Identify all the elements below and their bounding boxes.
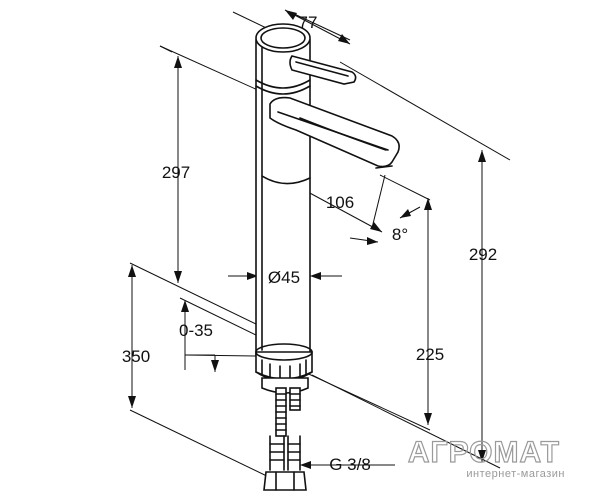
height-top-label: 297 [162,163,190,182]
below-mount-label: 350 [122,347,150,366]
mount-range-label: 0-35 [179,321,213,340]
watermark: АГРОМАТ интернет-магазин [407,435,565,480]
total-height-label: 292 [469,245,497,264]
mounting-assembly [255,343,313,491]
dimension-labels: 77 297 106 8° Ø45 292 225 0-35 350 G 3/8 [122,13,497,474]
dimension-lines [128,9,486,469]
faucet-body [255,23,311,363]
spout [269,96,400,169]
handle-width-label: 77 [299,13,318,32]
watermark-tagline: интернет-магазин [466,468,565,480]
extension-lines [129,11,511,481]
lever-handle [289,55,357,85]
watermark-brand: АГРОМАТ [408,436,560,469]
spout-height-label: 225 [416,345,444,364]
thread-label: G 3/8 [329,455,371,474]
spout-reach-label: 106 [326,193,354,212]
spout-angle-label: 8° [392,225,408,244]
body-diameter-label: Ø45 [268,268,300,287]
